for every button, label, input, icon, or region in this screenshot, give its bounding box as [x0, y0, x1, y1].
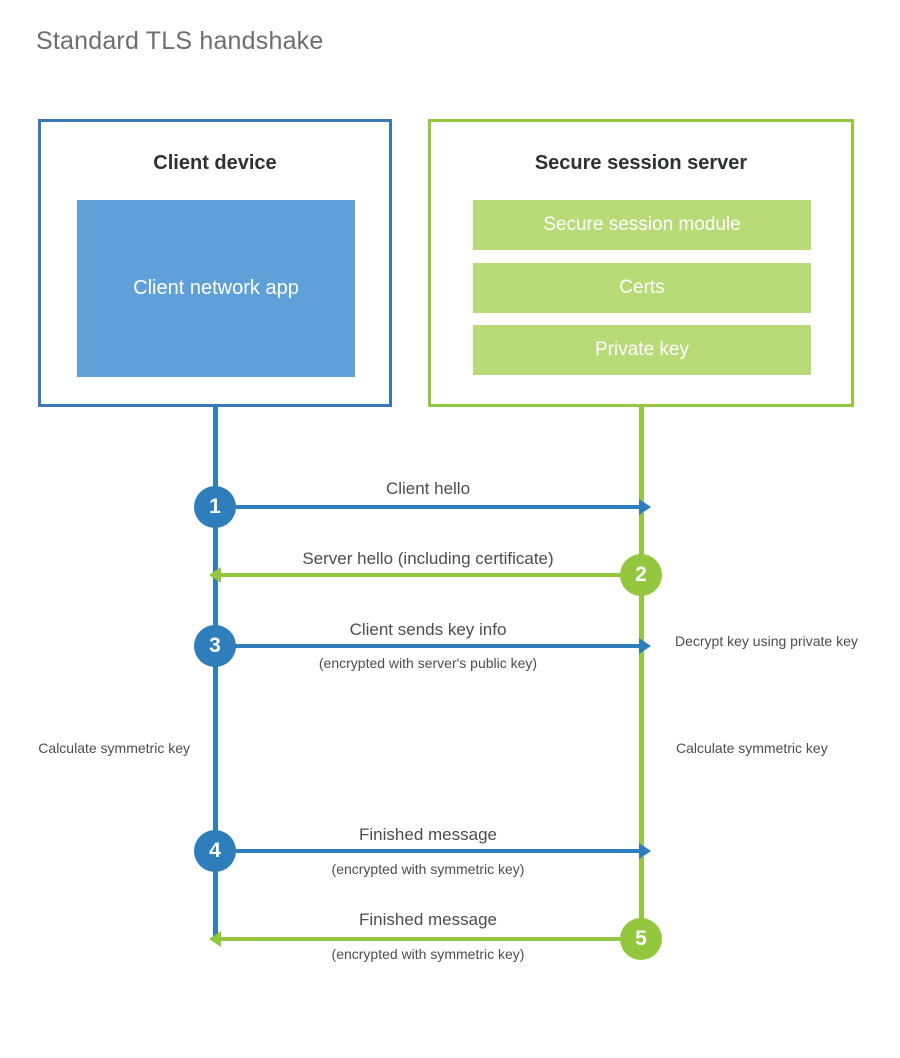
- step-marker-5: 5: [620, 918, 662, 960]
- server-module-private-key: Private key: [473, 325, 811, 375]
- arrow-sublabel-step-4: (encrypted with symmetric key): [331, 861, 525, 877]
- arrow-head-left-icon: [209, 567, 221, 583]
- server-lifeline: [639, 405, 644, 942]
- secure-session-server-title: Secure session server: [534, 152, 748, 174]
- arrow-head-left-icon: [209, 931, 221, 947]
- step-marker-2: 2: [620, 554, 662, 596]
- note-server-calculate-symmetric-key: Calculate symmetric key: [676, 740, 828, 756]
- step-marker-3: 3: [194, 625, 236, 667]
- step-marker-4: 4: [194, 830, 236, 872]
- arrow-label-step-2: Server hello (including certificate): [302, 549, 554, 568]
- client-network-app-block: Client network app: [77, 200, 355, 377]
- arrow-label-step-1: Client hello: [385, 479, 471, 498]
- note-client-calculate-symmetric-key: Calculate symmetric key: [38, 740, 190, 756]
- arrow-head-right-icon: [639, 843, 651, 859]
- page-title: Standard TLS handshake: [36, 27, 324, 55]
- server-module-secure-session-module: Secure session module: [473, 200, 811, 250]
- arrow-step-3-client-sends-key-info: [216, 638, 651, 654]
- arrow-sublabel-step-5: (encrypted with symmetric key): [331, 946, 525, 962]
- arrow-head-right-icon: [639, 638, 651, 654]
- arrow-head-right-icon: [639, 499, 651, 515]
- arrow-step-5-finished-message: [209, 931, 642, 947]
- arrow-step-2-server-hello: [209, 567, 642, 583]
- arrow-step-1-client-hello: [216, 499, 651, 515]
- step-marker-1: 1: [194, 486, 236, 528]
- arrow-label-step-4: Finished message: [359, 825, 497, 844]
- arrow-sublabel-step-3: (encrypted with server's public key): [318, 655, 538, 671]
- client-lifeline: [213, 405, 218, 942]
- note-decrypt-key-using-private-key: Decrypt key using private key: [675, 633, 858, 649]
- server-module-certs: Certs: [473, 263, 811, 313]
- arrow-step-4-finished-message: [216, 843, 651, 859]
- arrow-label-step-3: Client sends key info: [349, 620, 507, 639]
- client-device-title: Client device: [153, 152, 277, 174]
- secure-session-server-box: Secure session server Secure session mod…: [428, 119, 854, 407]
- client-device-box: Client device Client network app: [38, 119, 392, 407]
- arrow-label-step-5: Finished message: [359, 910, 497, 929]
